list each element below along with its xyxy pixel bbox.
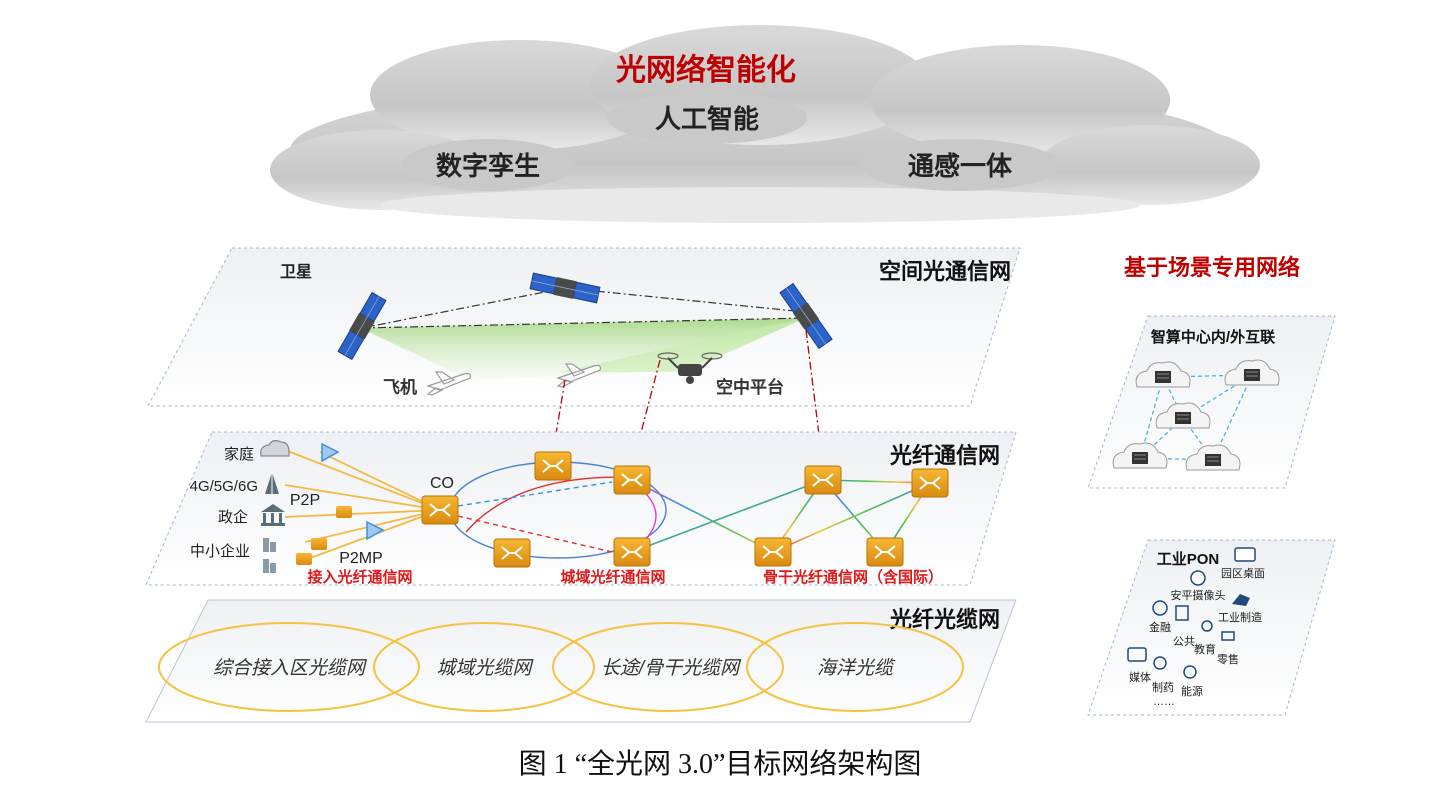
- satellite-label: 卫星: [280, 263, 312, 281]
- onu-node: [336, 506, 352, 518]
- co-label: CO: [430, 475, 454, 492]
- pon-item-energy: 能源: [1181, 684, 1203, 698]
- backbone-node: [866, 537, 904, 567]
- pon-item-manufacturing: 工业制造: [1218, 610, 1262, 624]
- city-icon: [1175, 605, 1189, 621]
- metro-node: [613, 537, 651, 567]
- metro-network-label: 城域光纤通信网: [560, 568, 665, 586]
- lab-icon: [1153, 656, 1167, 670]
- sme-building-icon: [263, 538, 276, 552]
- pon-item-campus-desktop: 园区桌面: [1221, 567, 1265, 580]
- pon-item-security-camera: 安平摄像头: [1171, 588, 1226, 602]
- left-item-sme: 中小企业: [190, 542, 250, 560]
- onu-node: [296, 553, 312, 565]
- live-tv-icon: [1127, 647, 1147, 662]
- airplane-icon: [556, 363, 601, 388]
- cable-ring-longhaul: 长途/骨干光缆网: [601, 657, 742, 679]
- satellite-beam-right: [560, 318, 805, 372]
- dashed-link-co-metro: [457, 481, 613, 507]
- aircraft-label: 飞机: [383, 377, 417, 397]
- sme-building-icon: [263, 559, 276, 573]
- pon-item-more: ……: [1153, 696, 1175, 708]
- cloud-item-digital-twin: 数字孪生: [436, 151, 540, 181]
- backbone-network-label: 骨干光纤通信网（含国际）: [763, 568, 943, 586]
- bulb-icon: [1201, 620, 1213, 632]
- space-layer-title: 空间光通信网: [879, 259, 1011, 284]
- dc-title: 智算中心内/外互联: [1151, 328, 1276, 346]
- onu-node: [311, 538, 327, 550]
- monitor-icon: [1234, 547, 1256, 562]
- energy-icon: [1183, 665, 1197, 679]
- backbone-node: [804, 465, 842, 495]
- scenario-title: 基于场景专用网络: [1124, 255, 1300, 280]
- globe-icon: [1152, 600, 1168, 616]
- access-network-label: 接入光纤通信网: [307, 568, 412, 586]
- cell-tower-icon: [265, 472, 279, 494]
- pon-item-education: 教育: [1194, 642, 1216, 656]
- robot-arm-icon: [1232, 594, 1250, 606]
- pon-item-retail: 零售: [1217, 652, 1239, 666]
- government-building-icon: [261, 504, 285, 526]
- access-point-icon: [366, 520, 385, 541]
- pon-item-pharma: 制药: [1152, 681, 1174, 694]
- co-node: [421, 495, 459, 525]
- home-icon: [260, 440, 290, 457]
- p2mp-label: P2MP: [339, 550, 383, 567]
- isl-link-3: [361, 317, 806, 329]
- left-item-home: 家庭: [224, 446, 254, 463]
- figure-caption: 图 1 “全光网 3.0”目标网络架构图: [518, 749, 922, 780]
- left-item-mobile: 4G/5G/6G: [190, 478, 258, 495]
- cloud-title: 光网络智能化: [616, 53, 796, 87]
- metro-node: [534, 451, 572, 481]
- camera-icon: [1190, 570, 1206, 586]
- pon-item-finance: 金融: [1149, 620, 1171, 634]
- drone-icon: [657, 352, 723, 384]
- platform-label: 空中平台: [716, 377, 784, 397]
- pon-title: 工业PON: [1157, 551, 1220, 568]
- backbone-node: [754, 537, 792, 567]
- fiber-layer-panel: [145, 431, 1017, 586]
- cloud-item-ai: 人工智能: [655, 104, 759, 134]
- cart-icon: [1221, 631, 1235, 641]
- airplane-icon: [426, 371, 471, 396]
- metro-node: [613, 465, 651, 495]
- left-item-enterprise: 政企: [218, 508, 248, 526]
- intelligence-cloud: [270, 25, 1260, 223]
- cloud-item-isac: 通感一体: [908, 151, 1013, 181]
- cable-rings: [158, 622, 964, 712]
- backbone-node: [911, 468, 949, 498]
- cable-ring-access: 综合接入区光缆网: [213, 657, 368, 679]
- fiber-layer-title: 光纤通信网: [889, 443, 1000, 468]
- isl-link-1: [361, 287, 566, 329]
- pon-item-media: 媒体: [1129, 670, 1151, 684]
- metro-node: [493, 538, 531, 568]
- access-point-icon: [321, 442, 340, 463]
- cable-ring-metro: 城域光缆网: [436, 658, 534, 679]
- pon-item-public: 公共: [1173, 635, 1195, 648]
- p2p-label: P2P: [290, 492, 320, 509]
- cable-ring-submarine: 海洋光缆: [817, 657, 896, 679]
